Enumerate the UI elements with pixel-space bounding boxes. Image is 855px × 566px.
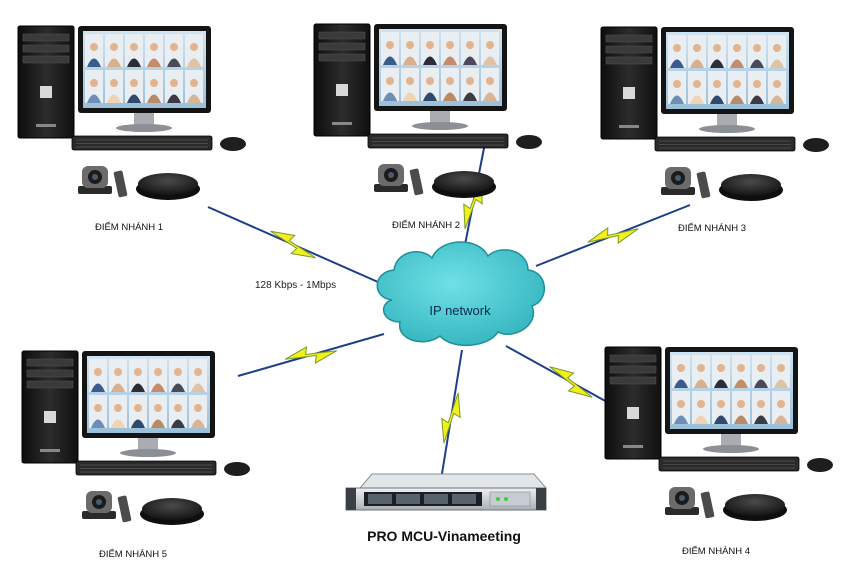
workstation-branch-1: ĐIỂM NHÁNH 1 bbox=[17, 25, 246, 233]
branch-label: ĐIỂM NHÁNH 3 bbox=[678, 222, 746, 234]
link-server bbox=[439, 349, 463, 487]
desktop-computer-icon bbox=[604, 346, 833, 472]
workstation-branch-5: ĐIỂM NHÁNH 5 bbox=[21, 350, 250, 560]
ptz-camera-icon bbox=[78, 166, 112, 194]
lightning-link-icon bbox=[549, 366, 593, 398]
bandwidth-label: 128 Kbps - 1Mbps bbox=[255, 280, 336, 291]
workstations-layer: ĐIỂM NHÁNH 1 ĐIỂM NHÁNH 2 ĐIỂM NHÁNH 3 ĐIỂM… bbox=[17, 23, 833, 560]
ptz-camera-icon bbox=[661, 167, 695, 195]
ptz-camera-icon bbox=[82, 491, 116, 519]
ptz-camera-icon bbox=[374, 164, 408, 192]
server-label: PRO MCU-Vinameeting bbox=[367, 528, 521, 544]
desktop-computer-icon bbox=[600, 26, 829, 152]
conference-speakerphone-icon bbox=[432, 171, 496, 198]
ip-network-cloud: IP network bbox=[376, 241, 546, 347]
lightning-link-icon bbox=[270, 230, 316, 259]
workstation-branch-3: ĐIỂM NHÁNH 3 bbox=[600, 26, 829, 234]
conference-speakerphone-icon bbox=[140, 498, 204, 525]
remote-control-icon bbox=[700, 491, 715, 519]
link-branch-3 bbox=[535, 204, 691, 267]
branch-label: ĐIỂM NHÁNH 5 bbox=[99, 548, 167, 560]
remote-control-icon bbox=[409, 168, 424, 196]
lightning-link-icon bbox=[441, 392, 461, 444]
workstation-branch-2: ĐIỂM NHÁNH 2 bbox=[313, 23, 542, 231]
remote-control-icon bbox=[696, 171, 711, 199]
conference-speakerphone-icon bbox=[136, 173, 200, 200]
link-branch-1 bbox=[207, 206, 379, 283]
cloud-label: IP network bbox=[429, 303, 491, 318]
link-branch-5 bbox=[237, 333, 385, 377]
remote-control-icon bbox=[117, 495, 132, 523]
desktop-computer-icon bbox=[21, 350, 250, 476]
lightning-link-icon bbox=[284, 345, 338, 365]
desktop-computer-icon bbox=[17, 25, 246, 151]
remote-control-icon bbox=[113, 170, 128, 198]
branch-label: ĐIỂM NHÁNH 4 bbox=[682, 545, 750, 557]
ptz-camera-icon bbox=[665, 487, 699, 515]
mcu-server: PRO MCU-Vinameeting bbox=[345, 473, 548, 544]
branch-label: ĐIỂM NHÁNH 2 bbox=[392, 219, 460, 231]
cloud-icon bbox=[376, 241, 546, 347]
desktop-computer-icon bbox=[313, 23, 542, 149]
rack-server-icon bbox=[345, 473, 548, 511]
workstation-branch-4: ĐIỂM NHÁNH 4 bbox=[604, 346, 833, 557]
conference-speakerphone-icon bbox=[723, 494, 787, 521]
lightning-link-icon bbox=[587, 226, 639, 245]
conference-speakerphone-icon bbox=[719, 174, 783, 201]
branch-label: ĐIỂM NHÁNH 1 bbox=[95, 221, 163, 233]
